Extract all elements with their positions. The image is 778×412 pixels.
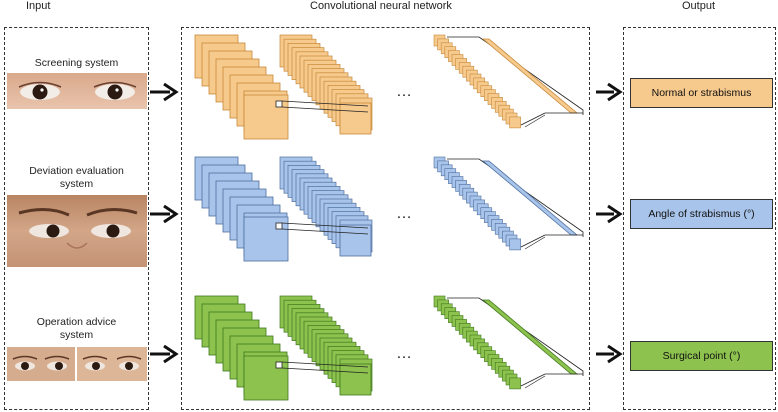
arrowhead-output [607, 82, 623, 102]
kernel-marker [275, 100, 283, 108]
eye-photo-operation-right [77, 347, 147, 381]
output-surgical-point: Surgical point (°) [630, 341, 773, 371]
output-panel [623, 27, 776, 410]
connection-line [281, 106, 369, 113]
fc-edge-bottom [520, 373, 546, 387]
eye-photo-operation-left [7, 347, 75, 381]
eye-photo-deviation-art [7, 195, 147, 267]
feature-map-layer3 [509, 238, 521, 251]
output-header: Output [682, 0, 716, 12]
network-header: Convolutional neural network [310, 0, 452, 12]
ellipsis: … [396, 345, 412, 362]
kernel-marker [275, 361, 283, 369]
input-panel [4, 27, 149, 410]
feature-map-layer2-front [339, 102, 372, 135]
connection-line [281, 100, 369, 107]
fc-edge-top [447, 158, 584, 237]
eye-photo-operation-left-art [7, 347, 75, 381]
arrowhead-input [163, 82, 179, 102]
connection-line [281, 222, 369, 229]
ellipsis: … [396, 83, 412, 100]
fc-edge-top [447, 297, 584, 376]
connection-line [281, 367, 369, 374]
network-panel [181, 27, 590, 410]
fc-edge-inner [524, 375, 546, 389]
arrowhead-input [163, 204, 179, 224]
feature-map-layer3 [509, 377, 521, 390]
output-angle-of-strabismus: Angle of strabismus (°) [630, 199, 773, 229]
arrowhead-output [607, 344, 623, 364]
arrowhead-input [163, 344, 179, 364]
fc-edge-bottom [520, 112, 546, 126]
eye-photo-screening-art [7, 73, 147, 109]
operation-advice-label: Operation advice system [36, 316, 117, 341]
eye-photo-operation-right-art [77, 347, 147, 381]
screening-system-label: Screening system [34, 57, 119, 69]
deviation-evaluation-label: Deviation evaluation system [29, 165, 124, 190]
eye-photo-deviation [7, 195, 147, 267]
feature-map-layer3 [509, 116, 521, 129]
connection-line [281, 361, 369, 368]
connection-line [281, 228, 369, 235]
arrowhead-output [607, 204, 623, 224]
feature-map-layer2-front [339, 363, 372, 396]
kernel-marker [275, 222, 283, 230]
fc-edge-top [447, 36, 584, 115]
fc-edge-inner [524, 236, 546, 250]
fc-edge-bottom [520, 234, 546, 248]
output-normal-or-strabismus: Normal or strabismus [630, 78, 773, 108]
fc-edge-inner [524, 114, 546, 128]
eye-photo-screening [7, 73, 147, 109]
ellipsis: … [396, 205, 412, 222]
feature-map-layer2-front [339, 224, 372, 257]
input-header: Input [26, 0, 51, 12]
